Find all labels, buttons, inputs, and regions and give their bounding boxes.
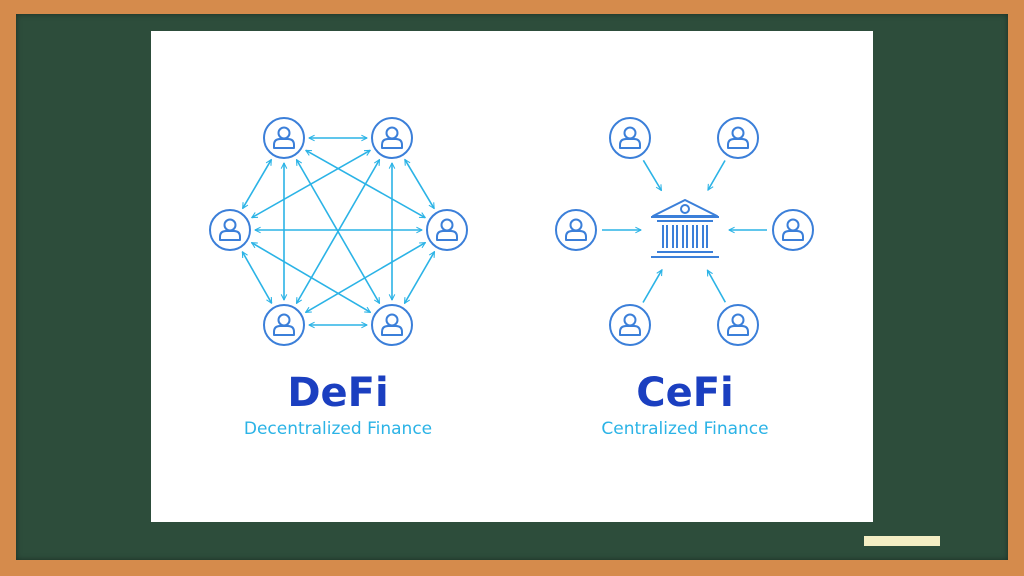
bidirectional-arrow xyxy=(241,252,273,304)
bank-icon xyxy=(651,199,719,258)
user-icon xyxy=(371,304,413,346)
cefi-nodes xyxy=(555,117,814,346)
user-icon xyxy=(263,117,305,159)
cefi-title: CeFi xyxy=(636,370,734,416)
user-icon xyxy=(609,304,651,346)
chalk-piece xyxy=(864,536,940,546)
bidirectional-arrow xyxy=(306,241,426,314)
user-icon xyxy=(426,209,468,251)
user-icon xyxy=(717,304,759,346)
cefi-subtitle: Centralized Finance xyxy=(601,419,769,439)
arrow-to-bank xyxy=(706,270,727,303)
user-icon xyxy=(371,117,413,159)
bidirectional-arrow xyxy=(403,252,436,304)
defi-title: DeFi xyxy=(287,370,389,416)
defi-subtitle: Decentralized Finance xyxy=(243,419,433,439)
bidirectional-arrow xyxy=(252,241,371,314)
bidirectional-arrow xyxy=(241,160,273,209)
arrow-to-bank xyxy=(642,270,663,303)
arrow-to-bank xyxy=(642,159,663,190)
user-icon xyxy=(555,209,597,251)
bidirectional-arrow xyxy=(404,159,435,208)
bidirectional-arrow xyxy=(252,149,371,219)
user-icon xyxy=(717,117,759,159)
user-icon xyxy=(263,304,305,346)
arrow-to-bank xyxy=(707,160,726,191)
cefi-connections xyxy=(602,159,767,303)
user-icon xyxy=(772,209,814,251)
defi-connections xyxy=(241,138,436,325)
user-icon xyxy=(609,117,651,159)
user-icon xyxy=(209,209,251,251)
